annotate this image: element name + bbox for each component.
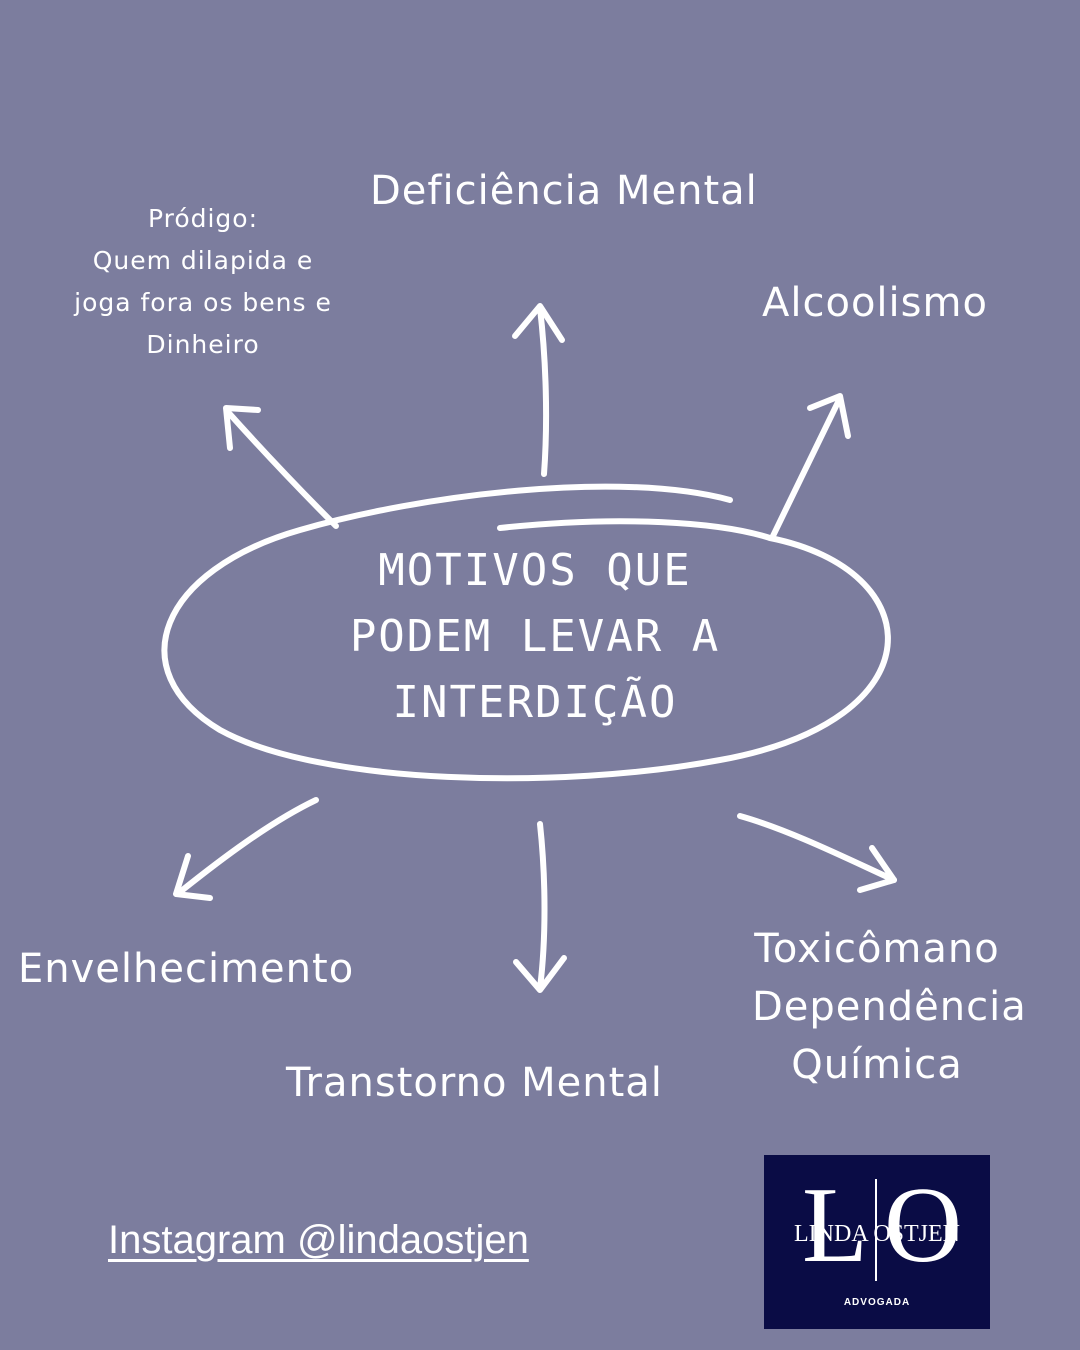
- arrowhead-transtorno: [513, 955, 567, 993]
- node-prodigo-line-3: Dinheiro: [146, 330, 260, 359]
- logo: L O LINDA OSTJEN ADVOGADA: [764, 1155, 990, 1329]
- logo-divider: [875, 1179, 877, 1281]
- instagram-link[interactable]: Instagram @lindaostjen: [108, 1218, 529, 1262]
- arrowhead-deficiencia: [512, 303, 565, 343]
- node-prodigo-line-2: joga fora os bens e: [74, 288, 332, 317]
- node-transtorno-mental: Transtorno Mental: [286, 1060, 663, 1106]
- logo-name: LINDA OSTJEN: [794, 1221, 960, 1247]
- node-deficiencia-mental: Deficiência Mental: [370, 168, 758, 214]
- node-alcoolismo: Alcoolismo: [762, 280, 988, 326]
- logo-letter-l: L: [802, 1166, 868, 1285]
- arrow-to-prodigo: [225, 409, 339, 529]
- logo-subtitle: ADVOGADA: [843, 1297, 911, 1308]
- arrow-to-transtorno: [537, 821, 548, 991]
- logo-letter-o: O: [884, 1166, 962, 1285]
- node-toxicomano-line-3: Química: [791, 1042, 963, 1088]
- arrowhead-alcoolismo: [807, 393, 851, 439]
- central-topic: MOTIVOS QUE PODEM LEVAR A INTERDIÇÃO: [300, 538, 770, 736]
- arrow-to-toxicomano: [737, 813, 897, 883]
- node-toxicomano-line-1: Toxicômano: [754, 926, 1000, 972]
- node-toxicomano-line-2: Dependência: [752, 984, 1027, 1030]
- central-topic-line-2: PODEM LEVAR A: [349, 611, 721, 662]
- arrowhead-toxicomano: [857, 845, 897, 893]
- node-toxicomano: Toxicômano Dependência Química: [752, 920, 1027, 1094]
- center-ellipse-overlap: [497, 518, 773, 541]
- node-prodigo-line-1: Quem dilapida e: [92, 246, 314, 275]
- arrowhead-envelhecimento: [173, 853, 213, 901]
- arrowhead-prodigo: [223, 405, 261, 451]
- node-envelhecimento: Envelhecimento: [18, 946, 355, 992]
- central-topic-line-3: INTERDIÇÃO: [392, 677, 678, 728]
- arrow-to-alcoolismo: [769, 395, 843, 541]
- arrow-to-envelhecimento: [177, 797, 319, 895]
- center-ellipse: [161, 483, 891, 782]
- central-topic-line-1: MOTIVOS QUE: [378, 545, 692, 596]
- node-prodigo: Pródigo: Quem dilapida e joga fora os be…: [44, 198, 362, 366]
- node-prodigo-title: Pródigo:: [147, 204, 259, 233]
- arrow-to-deficiencia: [537, 305, 550, 477]
